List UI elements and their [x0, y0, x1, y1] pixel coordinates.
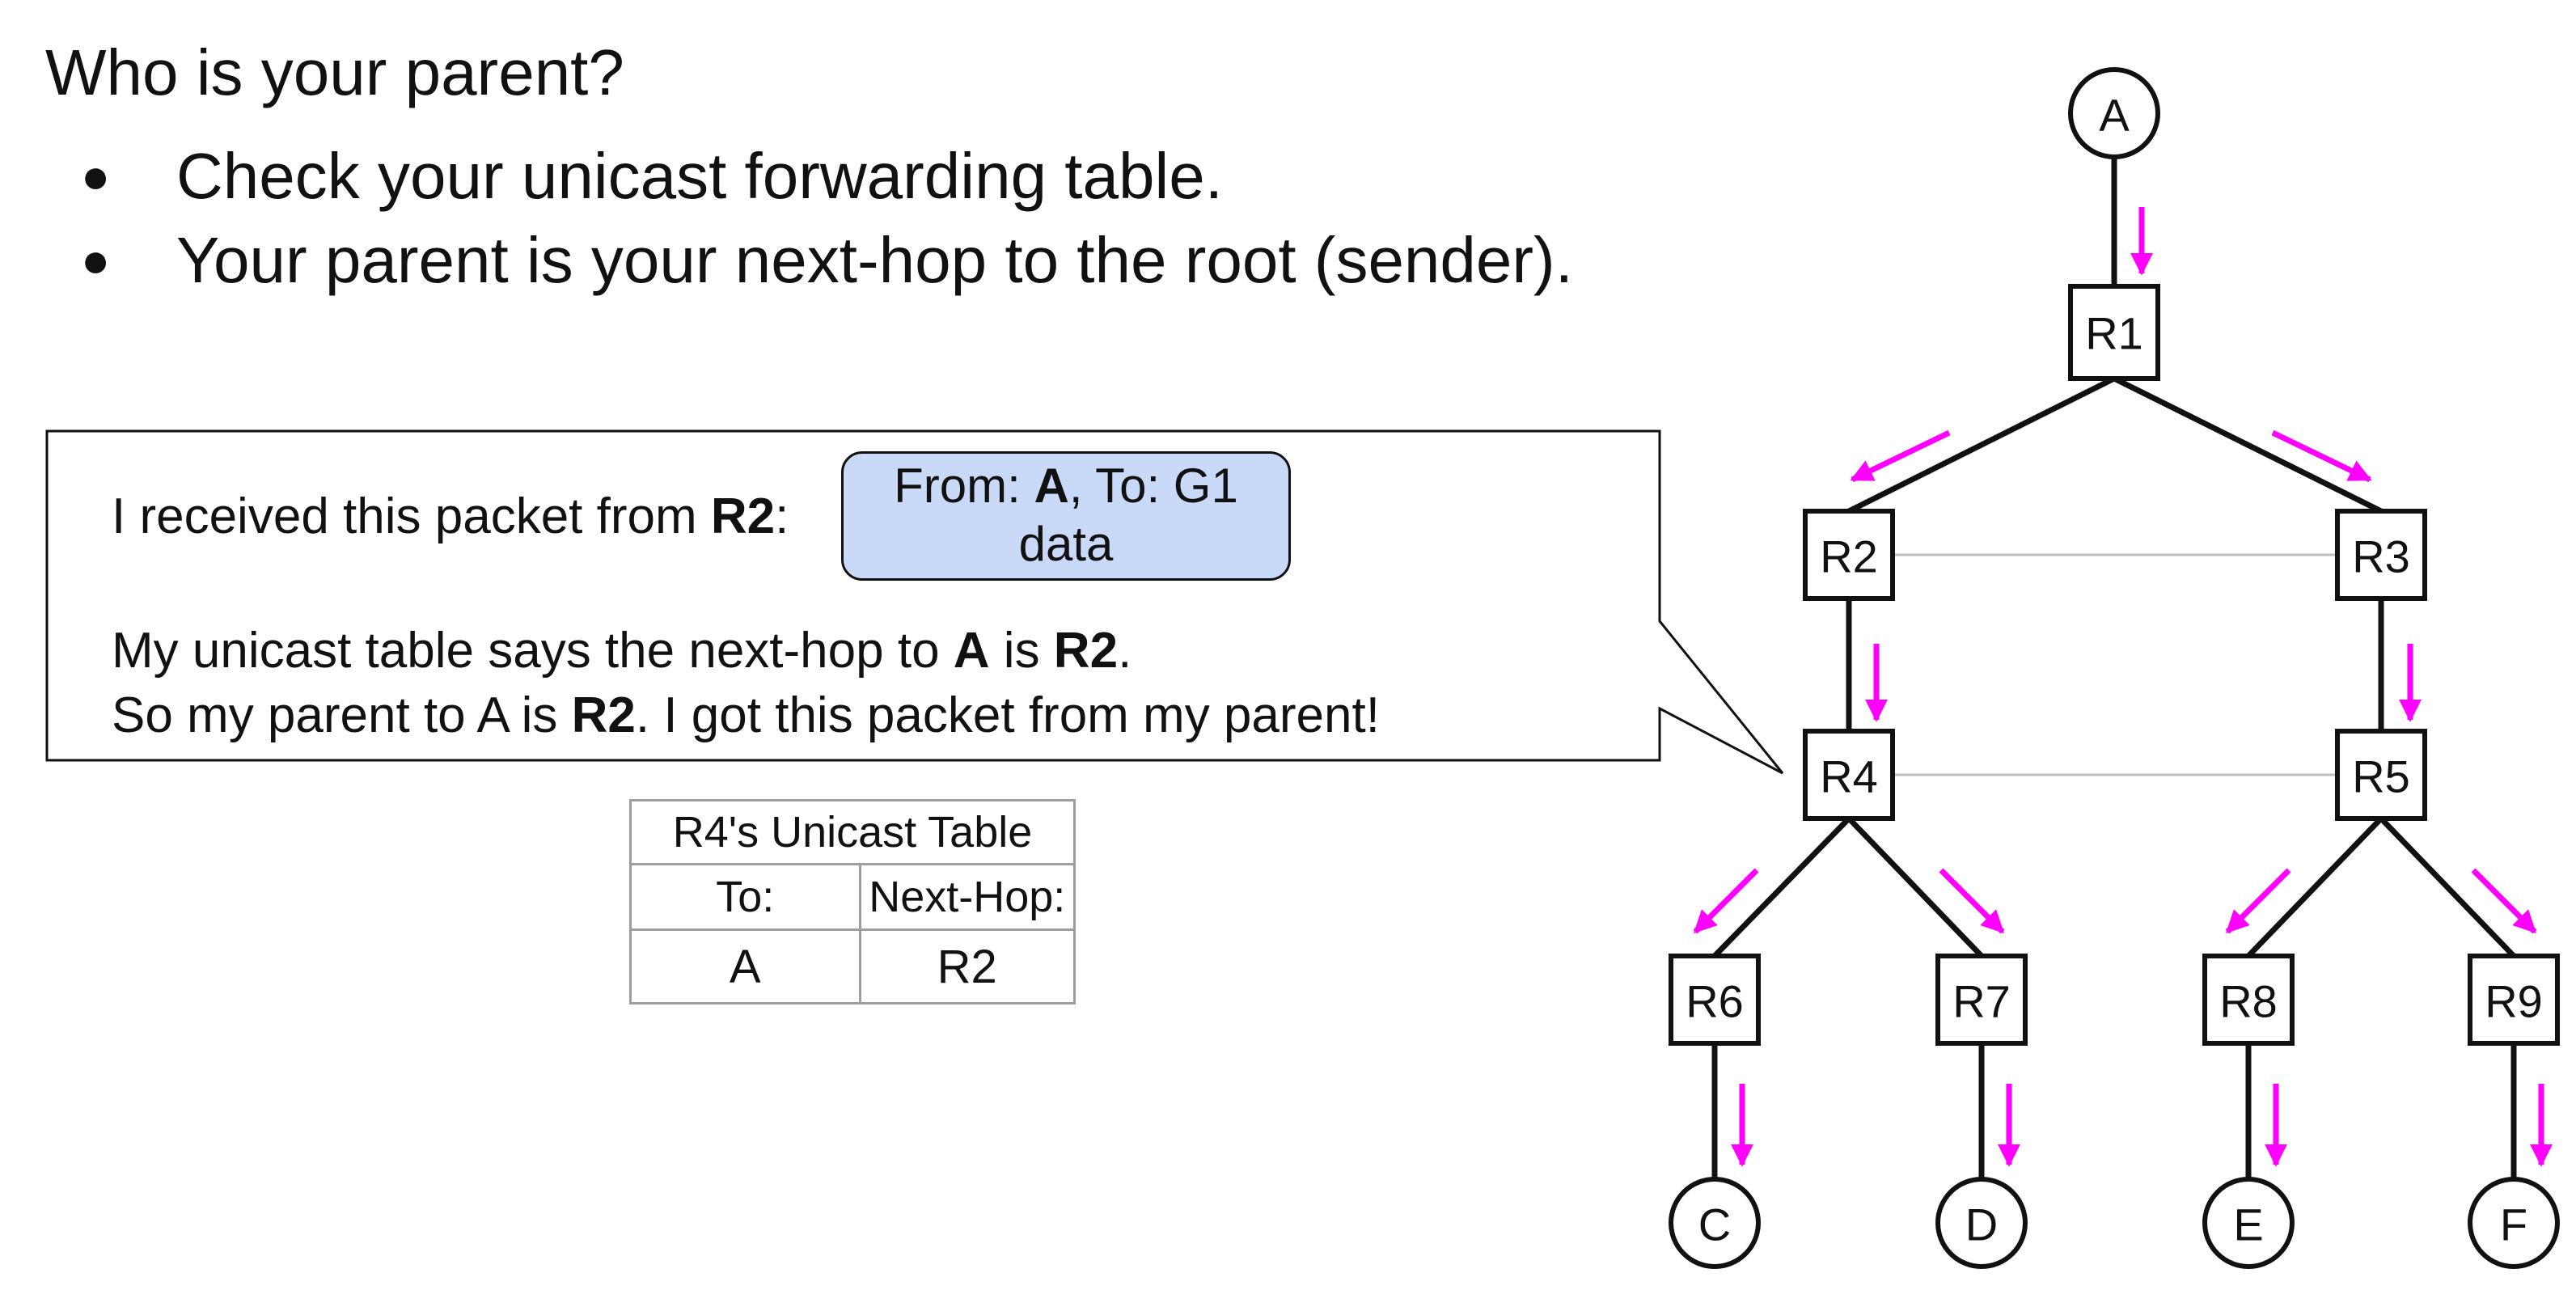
table-cell: R2 [858, 928, 1077, 1005]
arrow-r5-r8 [2225, 868, 2291, 934]
router-node-r4 [1803, 729, 1895, 821]
node-label-r9: R9 [2485, 976, 2543, 1027]
node-label-r6: R6 [1686, 976, 1744, 1027]
router-node-r6 [1669, 954, 1761, 1046]
speech-bubble [45, 429, 1784, 775]
node-label-a: A [2099, 90, 2130, 141]
explanation-router: R2 [1053, 623, 1119, 679]
router-node-r9 [2468, 954, 2560, 1046]
table-title: R4's Unicast Table [629, 799, 1076, 865]
received-prefix: I received this packet from [112, 489, 711, 544]
arrow-r5-r9 [2471, 868, 2537, 934]
host-node-f [2468, 1177, 2560, 1269]
node-label-f: F [2500, 1199, 2527, 1250]
router-node-r1 [2068, 284, 2160, 381]
router-node-r3 [2335, 509, 2427, 601]
host-node-c [1669, 1177, 1761, 1269]
explanation-text: is [989, 623, 1054, 679]
table-cell: A [629, 928, 861, 1005]
bullet-text: Check your unicast forwarding table. [176, 140, 1223, 212]
received-router: R2 [710, 489, 776, 544]
explanation-router: R2 [571, 687, 636, 743]
bullet-dot-icon: ● [81, 149, 111, 203]
packet-payload: data [1018, 517, 1114, 571]
received-line: I received this packet from R2: [112, 485, 789, 548]
node-label-c: C [1698, 1199, 1731, 1250]
node-label-e: E [2233, 1199, 2263, 1250]
host-node-a [2068, 67, 2160, 159]
explanation-text: . I got this packet from my parent! [635, 687, 1380, 743]
node-label-r2: R2 [1820, 531, 1878, 582]
table-header-row: To: Next-Hop: [629, 863, 1077, 931]
table-header: Next-Hop: [858, 863, 1077, 931]
tree-edges [1711, 154, 2517, 1182]
packet-box: From: A, To: G1 data [841, 451, 1291, 581]
bullet-item: ● Your parent is your next-hop to the roo… [81, 218, 1573, 302]
table-title-row: R4's Unicast Table [629, 799, 1076, 865]
bullet-dot-icon: ● [81, 233, 111, 287]
arrow-r1-r2 [1850, 429, 1951, 483]
node-label-r4: R4 [1820, 751, 1878, 802]
table-header: To: [629, 863, 861, 931]
explanation-line-1: My unicast table says the next-hop to A … [112, 620, 1131, 683]
packet-from-value: A [1034, 459, 1069, 513]
edge-r4-r7 [1846, 815, 1985, 959]
packet-header: From: A, To: G1 [844, 457, 1288, 515]
packet-from-label: From: [894, 459, 1034, 513]
node-label-r5: R5 [2352, 751, 2410, 802]
bullet-item: ● Check your unicast forwarding table. [81, 134, 1573, 218]
edge-r5-r9 [2378, 815, 2517, 959]
router-node-r2 [1803, 509, 1895, 601]
explanation-text: So my parent to A is [112, 687, 572, 743]
host-node-e [2202, 1177, 2295, 1269]
received-suffix: : [775, 489, 789, 544]
explanation-dest: A [953, 623, 990, 679]
node-label-r1: R1 [2085, 308, 2143, 359]
edge-r1-r2 [1846, 375, 2117, 514]
bullet-list: ● Check your unicast forwarding table. ● Y… [81, 134, 1573, 302]
node-label-r7: R7 [1952, 976, 2011, 1027]
forwarding-arrows [1693, 207, 2553, 1167]
unicast-table: R4's Unicast Table To: Next-Hop: A R2 [629, 799, 1077, 1005]
bullet-text: Your parent is your next-hop to the root… [176, 224, 1573, 296]
router-node-r7 [1935, 954, 2028, 1046]
arrow-r1-r3 [2271, 429, 2372, 483]
arrow-r4-r6 [1693, 868, 1759, 934]
edge-r4-r6 [1711, 815, 1852, 959]
node-label-r8: R8 [2219, 976, 2278, 1027]
node-label-d: D [1965, 1199, 1998, 1250]
explanation-text: . [1118, 623, 1132, 679]
table-row: A R2 [629, 928, 1077, 1005]
router-node-r8 [2202, 954, 2295, 1046]
packet-to-label: , To: G1 [1068, 459, 1238, 513]
router-node-r5 [2335, 729, 2427, 821]
node-label-r3: R3 [2352, 531, 2410, 582]
arrow-r4-r7 [1939, 868, 2005, 934]
host-node-d [1935, 1177, 2028, 1269]
explanation-line-2: So my parent to A is R2. I got this pack… [112, 684, 1380, 747]
explanation-text: My unicast table says the next-hop to [112, 623, 954, 679]
edge-r5-r8 [2245, 815, 2384, 959]
edge-r1-r3 [2111, 375, 2384, 514]
slide-title: Who is your parent? [45, 36, 624, 108]
